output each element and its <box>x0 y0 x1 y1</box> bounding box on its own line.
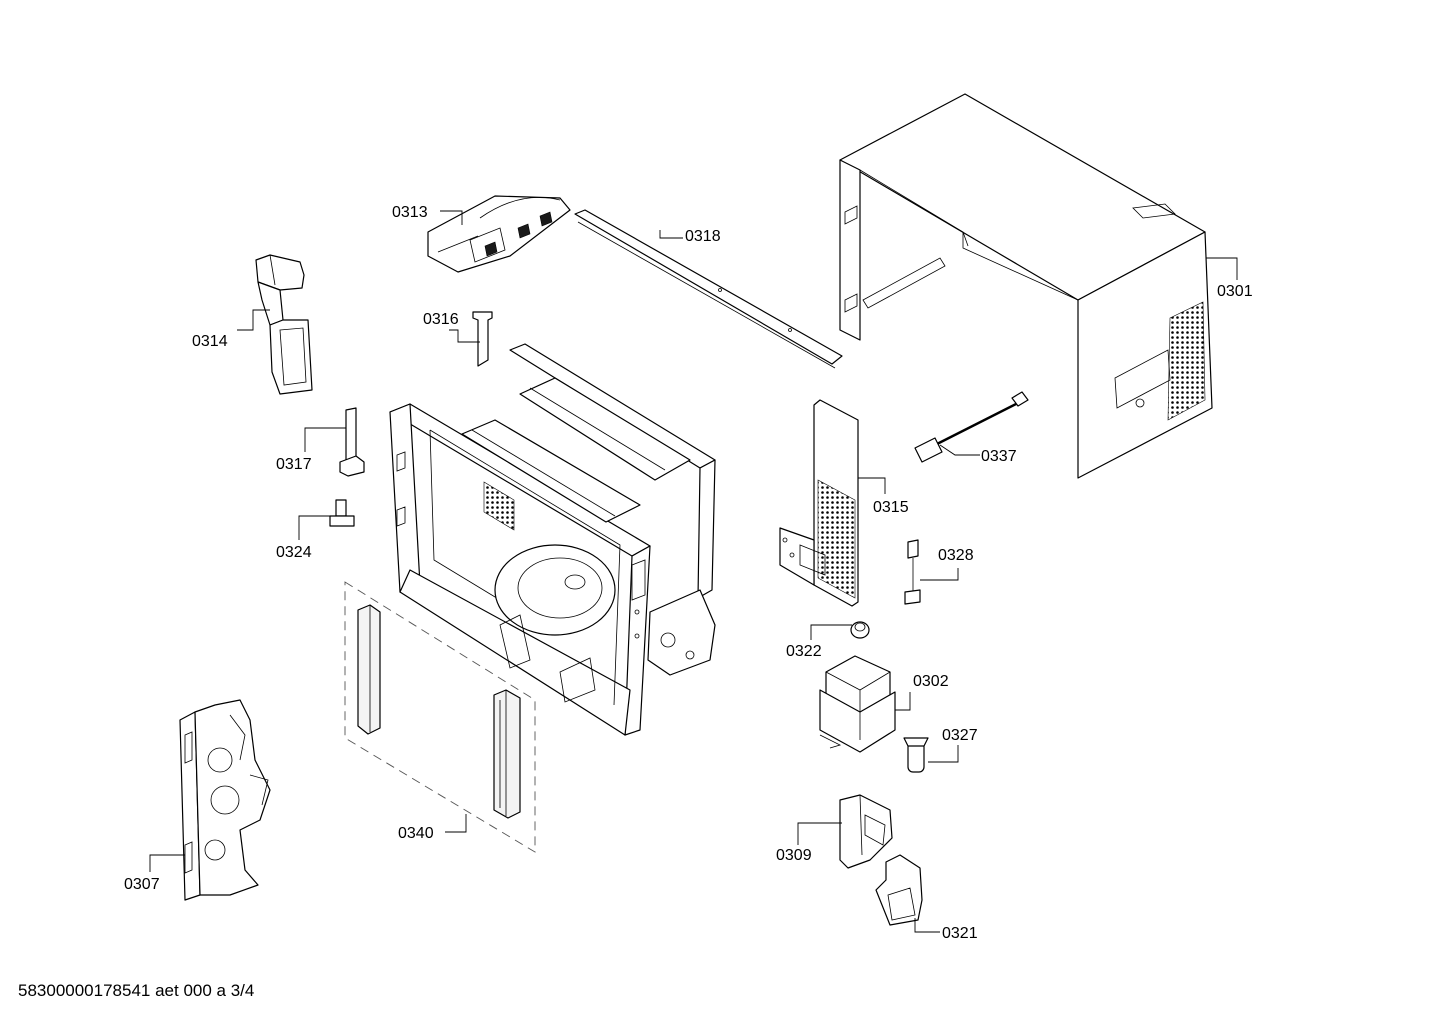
bolt-0324[interactable] <box>329 499 355 527</box>
callout-0318: 0318 <box>685 228 721 245</box>
callout-0301: 0301 <box>1217 283 1253 300</box>
callout-0317: 0317 <box>276 456 312 473</box>
left-duct-0314[interactable] <box>255 254 313 395</box>
outer-casing-0301[interactable] <box>839 93 1213 479</box>
callout-0328: 0328 <box>938 547 974 564</box>
callout-0307: 0307 <box>124 876 160 893</box>
callout-0314: 0314 <box>192 333 228 350</box>
rail-0318[interactable] <box>574 209 843 369</box>
duct-0309[interactable] <box>839 794 893 869</box>
capacitor-0327[interactable] <box>903 737 929 773</box>
bracket-0317[interactable] <box>339 407 365 477</box>
callout-0327: 0327 <box>942 727 978 744</box>
door-latch-0307[interactable] <box>179 699 271 901</box>
transformer-0302[interactable] <box>819 655 896 753</box>
callout-0309: 0309 <box>776 847 812 864</box>
callout-0316: 0316 <box>423 311 459 328</box>
oven-cavity[interactable] <box>389 343 716 736</box>
callout-0340: 0340 <box>398 825 434 842</box>
callout-0322: 0322 <box>786 643 822 660</box>
thermostat-0322[interactable] <box>850 621 870 639</box>
bracket-0316[interactable] <box>472 311 493 367</box>
callout-0315: 0315 <box>873 499 909 516</box>
callout-0324: 0324 <box>276 544 312 561</box>
callout-0302: 0302 <box>913 673 949 690</box>
side-panel-0315[interactable] <box>779 399 859 607</box>
fuse-0328[interactable] <box>904 539 921 605</box>
callout-0321: 0321 <box>942 925 978 942</box>
callout-0313: 0313 <box>392 204 428 221</box>
top-duct-0313[interactable] <box>427 195 571 273</box>
duct-0321[interactable] <box>875 854 923 926</box>
power-cord-0337[interactable] <box>914 391 1029 463</box>
document-id: 58300000178541 aet 000 a 3/4 <box>18 981 255 1000</box>
door-seal-group-0340[interactable] <box>344 581 536 853</box>
leader-lines <box>149 210 1238 933</box>
callout-0337: 0337 <box>981 448 1017 465</box>
